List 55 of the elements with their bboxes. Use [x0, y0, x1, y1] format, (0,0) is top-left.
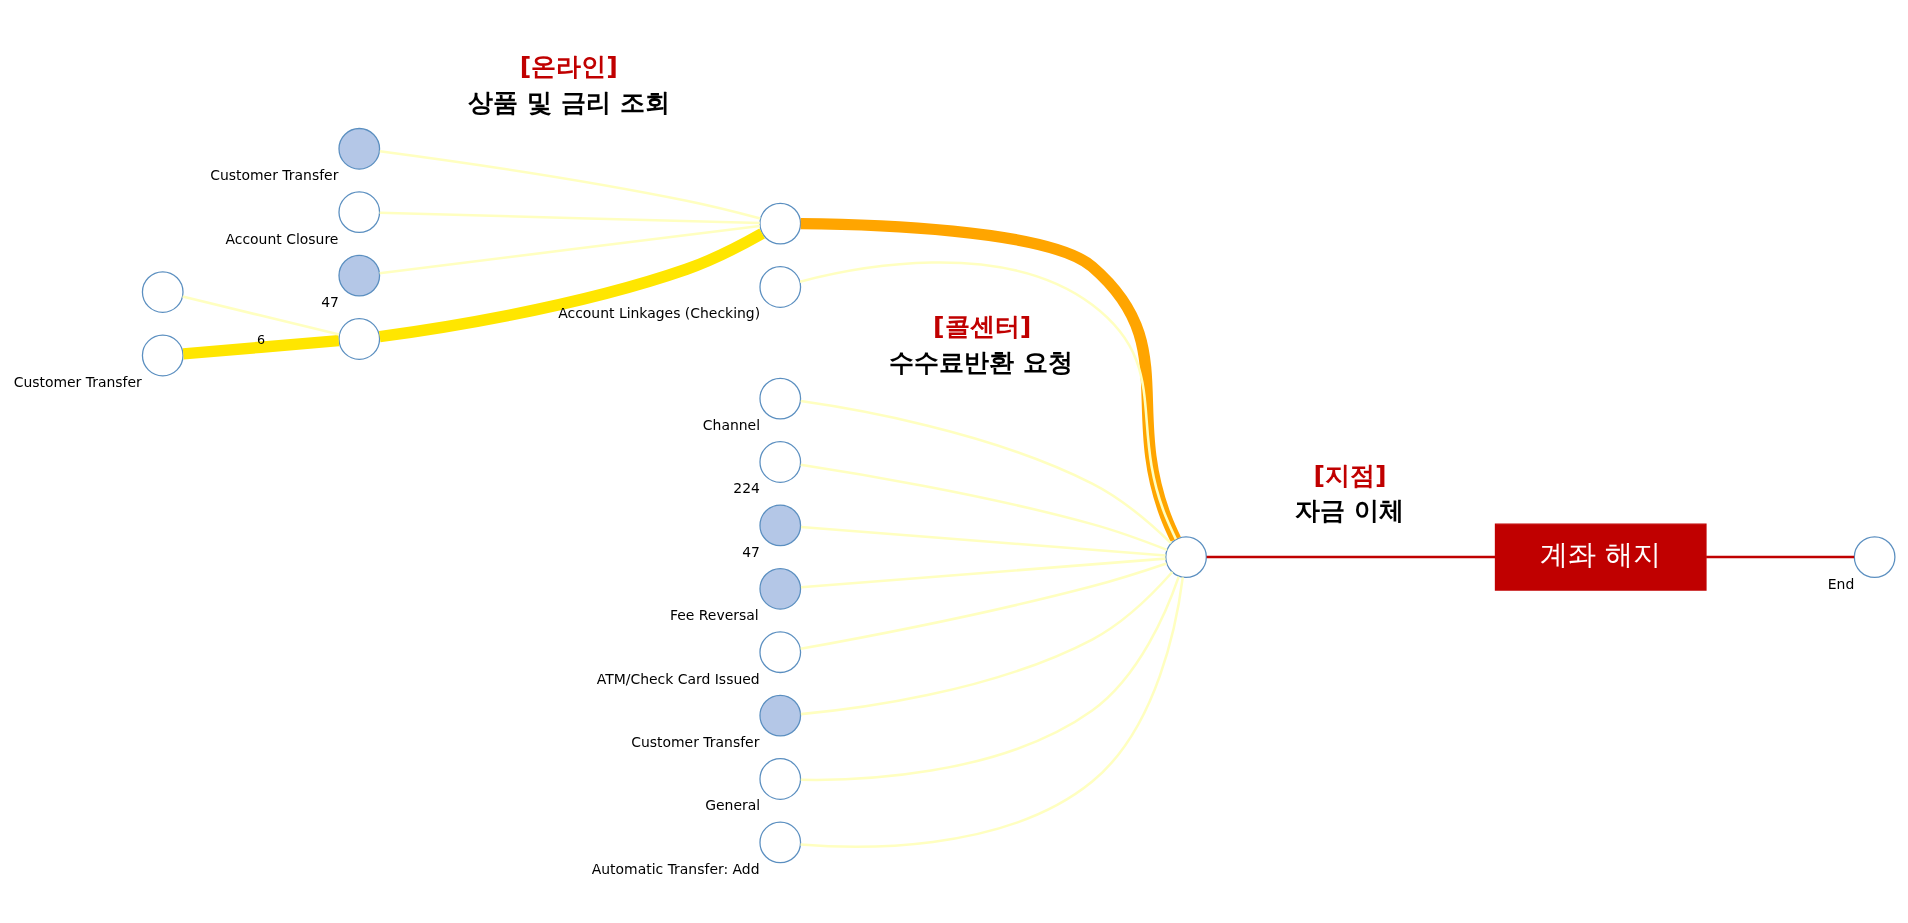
connector	[379, 149, 761, 220]
node-label: Account Linkages (Checking)	[558, 304, 761, 321]
label: 상품 및 금리 조회	[468, 86, 670, 117]
node-label: Customer Transfer	[631, 733, 760, 750]
node-label: Customer Transfer	[210, 166, 339, 183]
connector	[800, 576, 1184, 848]
node-box: 계좌 해지	[1494, 523, 1707, 591]
node-circle	[759, 694, 802, 737]
node-circle	[759, 377, 802, 420]
connector	[800, 570, 1174, 715]
node-label: Fee Reversal	[669, 606, 759, 623]
node-label: Customer Transfer	[13, 373, 142, 390]
node-label: End	[1827, 575, 1855, 592]
node-circle	[338, 317, 381, 360]
node-label: 224	[733, 479, 760, 496]
node-circle	[1853, 535, 1896, 578]
connector	[1706, 555, 1855, 558]
node-label: Account Closure	[225, 230, 339, 247]
node-label: Automatic Transfer: Add	[591, 860, 760, 877]
node-label: ATM/Check Card Issued	[596, 670, 760, 687]
connector	[182, 334, 340, 360]
node-circle	[338, 190, 381, 233]
connector	[182, 294, 340, 336]
node-label: Channel	[702, 416, 761, 433]
node-circle	[759, 567, 802, 610]
node-circle	[759, 757, 802, 800]
node-label: General	[705, 796, 761, 813]
node-label: 47	[742, 543, 760, 560]
connector	[378, 228, 765, 342]
connector	[800, 575, 1180, 781]
node-circle	[1165, 535, 1207, 578]
node-circle	[759, 503, 802, 546]
node-circle	[759, 202, 802, 245]
node-circle	[141, 270, 184, 313]
connector	[379, 224, 760, 274]
node-circle	[338, 254, 381, 296]
connector	[800, 525, 1166, 557]
node-circle	[759, 265, 802, 308]
label: [지점]	[1313, 459, 1387, 490]
node-circle	[759, 821, 802, 863]
connector	[800, 399, 1172, 544]
label: 수수료반환 요청	[889, 346, 1074, 377]
node-circle	[759, 440, 802, 483]
node-circle	[759, 630, 802, 673]
connector	[1206, 555, 1496, 558]
node-circle	[141, 334, 184, 376]
node-circle	[338, 127, 381, 170]
label: 자금 이체	[1295, 494, 1404, 525]
node-label: 47	[321, 293, 339, 310]
connector	[800, 561, 1167, 650]
connector	[379, 210, 760, 224]
label: [콜센터]	[933, 310, 1032, 341]
connector	[800, 556, 1166, 589]
label: [온라인]	[519, 50, 618, 81]
connector	[800, 463, 1168, 551]
